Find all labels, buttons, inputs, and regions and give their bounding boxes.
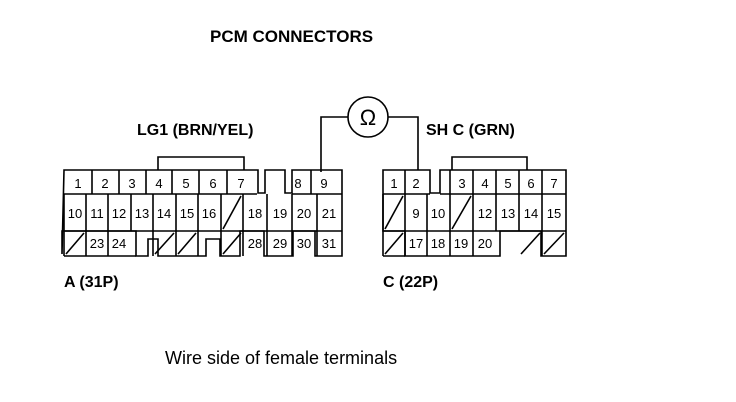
connector-c-pin-1: 1: [390, 176, 397, 191]
connector-c-pin-9: 9: [412, 206, 419, 221]
footer-caption: Wire side of female terminals: [165, 348, 397, 368]
connector-a-pin-11: 11: [90, 206, 104, 221]
connector-a-pin-31: 31: [322, 236, 336, 251]
connector-a-pin-16: 16: [202, 206, 216, 221]
ohmmeter: Ω: [347, 96, 389, 138]
ohm-symbol: Ω: [360, 105, 376, 130]
connector-c-pin-5: 5: [504, 176, 511, 191]
connector-a-pin-24: 24: [112, 236, 126, 251]
probe-lead-a: [320, 116, 348, 172]
connector-a-pin-19: 19: [273, 206, 287, 221]
connector-a-pin-20: 20: [297, 206, 311, 221]
connector-c-pin-10: 10: [431, 206, 445, 221]
connector-c-pin-7: 7: [550, 176, 557, 191]
connector-a-pin-30: 30: [297, 236, 311, 251]
connector-a-lock-tab: [157, 156, 245, 170]
connector-c-pin-17: 17: [409, 236, 423, 251]
connector-c-name: C (22P): [383, 274, 438, 291]
connector-a-pin-14: 14: [157, 206, 171, 221]
page-title: PCM CONNECTORS: [210, 27, 373, 46]
connector-a-pin-1: 1: [74, 176, 81, 191]
connector-c-probe-label: SH C (GRN): [426, 122, 515, 139]
connector-a-pin-2: 2: [101, 176, 108, 191]
probe-lead-c: [388, 116, 419, 170]
connector-a-name: A (31P): [64, 274, 119, 291]
connector-a-pin-18: 18: [248, 206, 262, 221]
connector-a-pin-29: 29: [273, 236, 287, 251]
connector-c-pin-2: 2: [412, 176, 419, 191]
connector-a-pin-8: 8: [294, 176, 301, 191]
connector-c-pin-18: 18: [431, 236, 445, 251]
connector-a-pin-9: 9: [320, 176, 327, 191]
connector-a-pin-3: 3: [128, 176, 135, 191]
connector-c-pin-14: 14: [524, 206, 538, 221]
connector-c: [382, 156, 567, 257]
connector-a-pin-28: 28: [248, 236, 262, 251]
connector-c-pin-6: 6: [527, 176, 534, 191]
connector-c-pin-20: 20: [478, 236, 492, 251]
connector-a-pin-6: 6: [209, 176, 216, 191]
connector-a-outline: [61, 169, 343, 257]
connector-a-pin-10: 10: [68, 206, 82, 221]
connector-c-pin-13: 13: [501, 206, 515, 221]
connector-a-pin-15: 15: [180, 206, 194, 221]
connector-a-pin-7: 7: [237, 176, 244, 191]
connector-c-pin-3: 3: [458, 176, 465, 191]
connector-a-pin-12: 12: [112, 206, 126, 221]
connector-a-pin-21: 21: [322, 206, 336, 221]
connector-a-pin-13: 13: [135, 206, 149, 221]
connector-c-pin-12: 12: [478, 206, 492, 221]
connector-a-pin-23: 23: [90, 236, 104, 251]
connector-a-pin-4: 4: [155, 176, 162, 191]
connector-c-lock-tab: [451, 156, 528, 170]
connector-a-pin-5: 5: [182, 176, 189, 191]
connector-a-probe-label: LG1 (BRN/YEL): [137, 122, 253, 139]
connector-c-pin-19: 19: [454, 236, 468, 251]
connector-c-pin-15: 15: [547, 206, 561, 221]
connector-a: [61, 156, 343, 257]
connector-c-pin-4: 4: [481, 176, 488, 191]
